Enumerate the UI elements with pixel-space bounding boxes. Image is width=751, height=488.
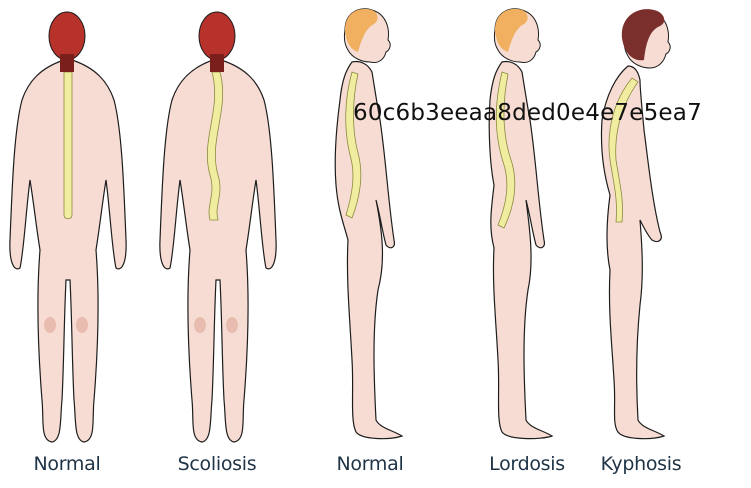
figure-label-normal-side: Normal: [305, 453, 435, 475]
neck: [60, 54, 74, 72]
knee-shade: [194, 317, 206, 333]
neck: [210, 54, 224, 72]
figure-normal-back: [10, 12, 126, 442]
figure-lordosis-side: [489, 9, 552, 439]
spine: [64, 72, 72, 219]
overlay-text: 60c6b3eeaa8ded0e4e7e5ea7: [353, 100, 702, 126]
head: [199, 12, 235, 60]
knee-shade: [44, 317, 56, 333]
figure-label-lordosis: Lordosis: [462, 453, 592, 475]
knee-shade: [226, 317, 238, 333]
figure-label-kyphosis: Kyphosis: [576, 453, 706, 475]
figure-label-scoliosis: Scoliosis: [152, 453, 282, 475]
knee-shade: [76, 317, 88, 333]
figure-normal-side: [335, 9, 402, 439]
figure-kyphosis-side: [601, 9, 670, 438]
figure-scoliosis-back: [160, 12, 276, 442]
figure-label-normal-back: Normal: [2, 453, 132, 475]
head: [49, 12, 85, 60]
